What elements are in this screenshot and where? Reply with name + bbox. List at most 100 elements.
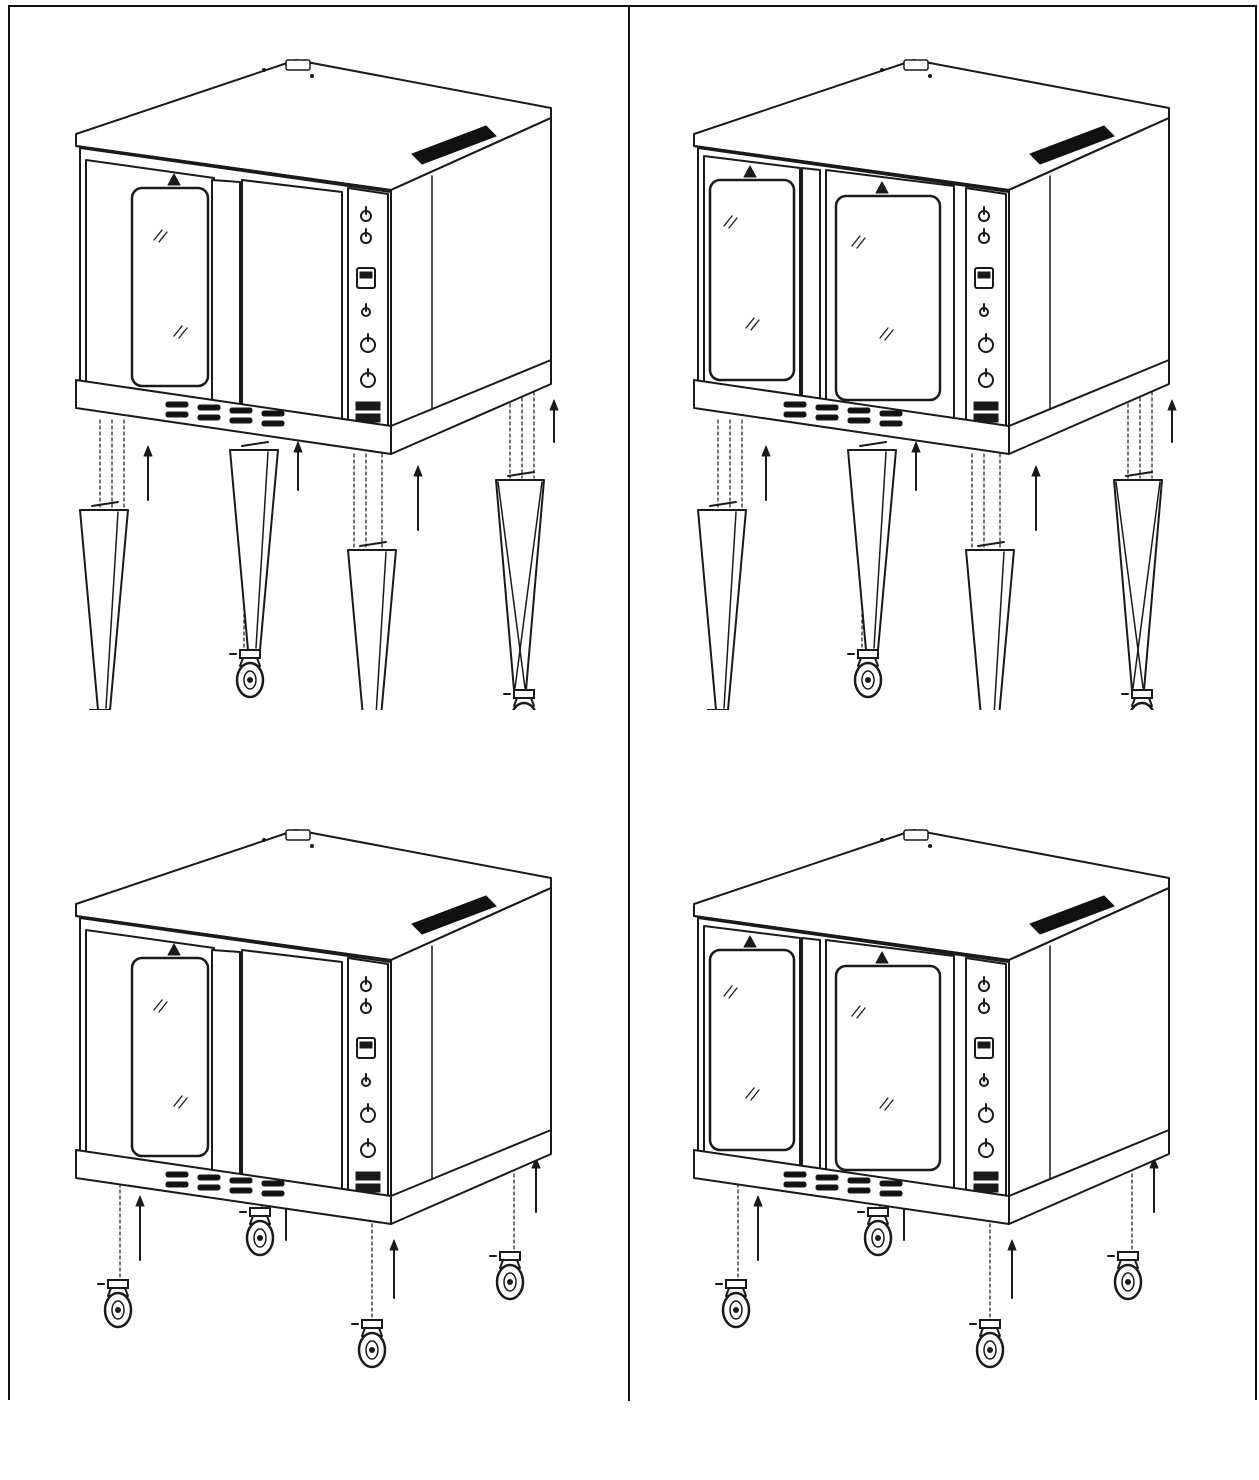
control-knob-icon xyxy=(978,976,990,992)
leg-edge xyxy=(255,451,269,649)
caster-wheel-icon xyxy=(351,1319,387,1369)
leg-bracket xyxy=(709,501,737,507)
top-front-edge xyxy=(75,915,392,961)
control-knob-icon xyxy=(978,1138,994,1158)
caster-axle xyxy=(875,1235,881,1241)
caster-wheel-icon xyxy=(857,1207,893,1257)
glass-reflection-marks xyxy=(745,1087,760,1101)
vent-slot xyxy=(783,411,807,418)
leg-edge xyxy=(723,511,737,709)
door-handle-bar xyxy=(211,179,241,419)
reflection-stroke xyxy=(884,1099,894,1111)
arrow-head xyxy=(531,1157,541,1169)
reflection-stroke xyxy=(178,1097,188,1109)
arrow-head xyxy=(135,1195,145,1207)
caster-wheel xyxy=(512,701,536,710)
vent-slot xyxy=(847,1177,871,1184)
vent-slot xyxy=(165,1171,189,1178)
caster-wheel-icon xyxy=(229,649,265,699)
timer-window xyxy=(359,1041,373,1049)
caster-hub xyxy=(503,1272,517,1292)
bottom-vents xyxy=(165,1171,285,1197)
screw-dot xyxy=(928,74,932,78)
leg-edge xyxy=(514,481,543,689)
arrow-up-icon xyxy=(761,445,771,501)
leg-body xyxy=(1113,479,1163,691)
leg-bracket xyxy=(91,501,119,507)
left-door-window xyxy=(130,956,210,1158)
vent-slot xyxy=(197,414,221,421)
door-handle-bar xyxy=(801,167,821,415)
caster-hub xyxy=(243,670,257,690)
caster-hub xyxy=(365,1340,379,1360)
top-front-edge xyxy=(693,145,1010,191)
illustration-root xyxy=(693,829,1170,1369)
caster-plate xyxy=(725,1279,747,1289)
screw-dot xyxy=(880,68,884,72)
arrow-up-icon xyxy=(549,399,559,443)
oven-base-side xyxy=(1008,1129,1170,1225)
left-door-window xyxy=(708,948,796,1152)
vent-slot xyxy=(815,1184,839,1191)
arrow-head xyxy=(1167,399,1177,411)
reflection-stroke xyxy=(728,217,738,229)
reflection-stroke xyxy=(750,1089,760,1101)
right-door-panel xyxy=(241,179,343,421)
door-handle-bar xyxy=(211,949,241,1189)
left-door-window xyxy=(708,178,796,382)
bottom-vents xyxy=(165,401,285,427)
glass-reflection-marks xyxy=(153,999,168,1013)
caster-plate xyxy=(1117,1251,1139,1261)
caster-plate xyxy=(513,689,535,699)
illustration-root xyxy=(75,829,552,1369)
leg-body xyxy=(697,509,747,710)
leg-body xyxy=(229,449,279,651)
indicator-strip xyxy=(973,401,999,411)
vent-slot xyxy=(229,1187,253,1194)
panel-double-door-legs xyxy=(630,20,1230,710)
leg-edge xyxy=(993,551,1005,710)
control-knob-icon xyxy=(978,206,990,222)
leg-bracket xyxy=(1125,471,1153,477)
reflection-stroke xyxy=(884,329,894,341)
control-knob-icon xyxy=(360,1103,376,1123)
vent-slot xyxy=(229,1177,253,1184)
top-front-edge xyxy=(75,145,392,191)
arrow-up-icon xyxy=(531,1157,541,1213)
oven-double-door-legs-illustration xyxy=(693,59,1177,710)
casters-assembly xyxy=(97,1149,541,1369)
timer-window xyxy=(359,271,373,279)
vent-slot xyxy=(879,410,903,417)
caster-wheel-icon xyxy=(239,1207,275,1257)
warning-triangle-icon xyxy=(875,181,889,194)
vent-slot xyxy=(815,404,839,411)
right-door-window xyxy=(834,194,942,402)
reflection-stroke xyxy=(153,229,163,241)
arrow-head xyxy=(911,441,921,453)
leg-bracket xyxy=(241,441,269,447)
vent-slot xyxy=(879,420,903,427)
vent-slot xyxy=(783,401,807,408)
warning-triangle-icon xyxy=(743,165,757,178)
control-knob-icon xyxy=(361,303,371,317)
caster-hub xyxy=(1121,1272,1135,1292)
panel-divider xyxy=(628,5,630,1401)
vent-slot xyxy=(879,1190,903,1197)
caster-plate xyxy=(239,649,261,659)
vent-slot xyxy=(165,401,189,408)
arrow-head xyxy=(389,1239,399,1251)
leg-body xyxy=(347,549,397,710)
glass-reflection-marks xyxy=(723,215,738,229)
arrow-up-icon xyxy=(753,1195,763,1261)
reflection-stroke xyxy=(856,237,866,249)
control-knob-icon xyxy=(978,368,994,388)
vent-slot xyxy=(197,1174,221,1181)
legs-assembly xyxy=(697,379,1177,710)
arrow-up-icon xyxy=(413,465,423,531)
leg-edge xyxy=(497,481,526,689)
flue-grille xyxy=(411,125,497,165)
leg-bracket xyxy=(507,471,535,477)
door-handle-bar xyxy=(801,937,821,1185)
vent-handle xyxy=(903,829,929,841)
screw-dot xyxy=(880,838,884,842)
